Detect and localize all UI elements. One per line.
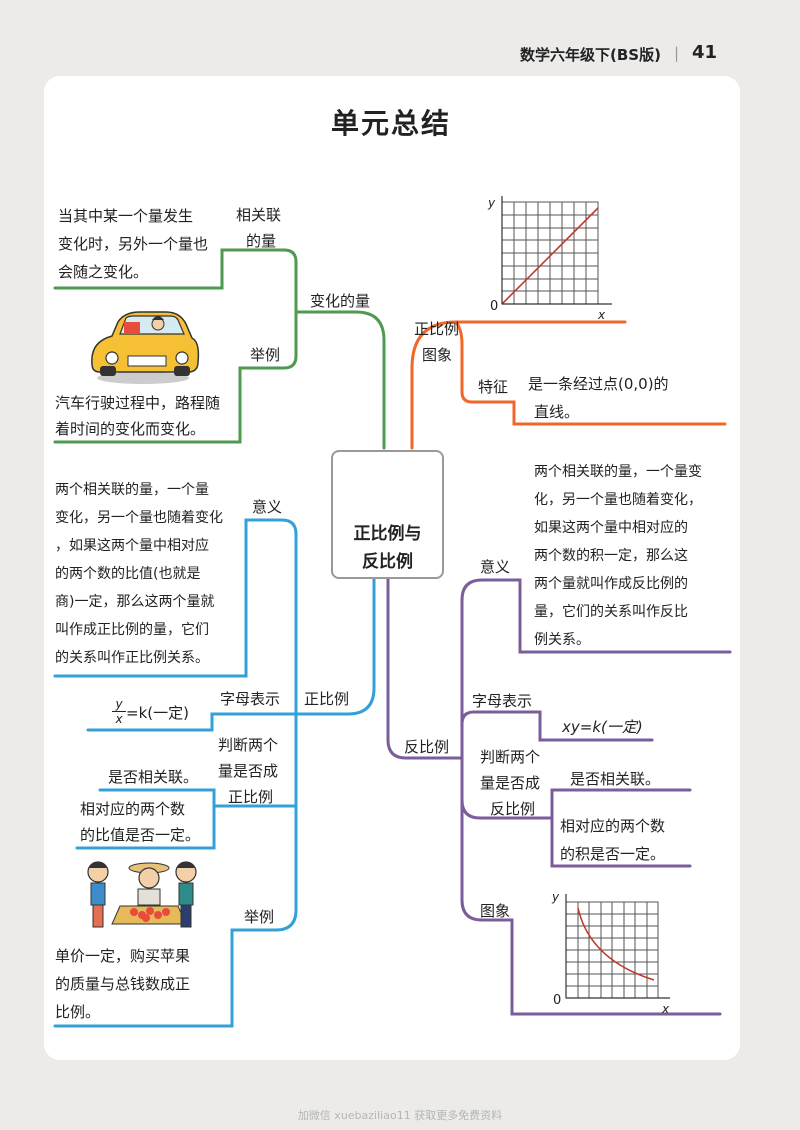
formula-fraction: y x	[112, 697, 126, 726]
people-apple-illustration	[87, 861, 197, 928]
direct-proportion-label: 正比例	[304, 690, 350, 708]
judge-label-line: 判断两个	[218, 736, 279, 754]
inverse-judge-line: 判断两个	[480, 748, 541, 766]
direct-judge-label: 判断两个 量是否成 正比例	[218, 732, 298, 810]
blue-example-line: 的质量与总钱数成正	[55, 975, 191, 993]
inverse-meaning-label: 意义	[480, 558, 511, 576]
related-text-line: 变化时，另外一个量也	[58, 235, 209, 253]
inverse-meaning-line: 如果这两个量中相对应的	[534, 520, 688, 536]
purple-line-judge-2	[550, 816, 692, 868]
blue-example-line: 比例。	[55, 1003, 101, 1021]
inverse-meaning-line: 两个量就叫作成反比例的	[534, 576, 688, 592]
feature-text-line: 是一条经过点(0,0)的	[528, 375, 669, 393]
direct-meaning-text: 两个相关联的量，一个量 变化，另一个量也随着变化 ，如果这两个量中相对应 的两个…	[55, 476, 245, 672]
meaning-text-line: 变化，另一个量也随着变化	[55, 510, 223, 526]
header-separator: |	[674, 44, 680, 62]
meaning-text-line: 叫作成正比例的量，它们	[55, 622, 209, 638]
direct-formula: =k(一定)	[126, 704, 189, 722]
meaning-text-line: 的关系叫作正比例关系。	[55, 650, 209, 666]
inverse-judge-line: 反比例	[490, 800, 536, 818]
blue-example-label: 举例	[244, 908, 275, 926]
inverse-judge-label: 判断两个 量是否成 反比例	[480, 744, 560, 822]
judge-2-line: 相对应的两个数	[80, 800, 186, 818]
center-topic-box: 正比例与 反比例	[331, 450, 444, 579]
inverse-meaning-text: 两个相关联的量，一个量变 化，另一个量也随着变化， 如果这两个量中相对应的 两个…	[534, 458, 730, 654]
inverse-proportion-graph	[565, 894, 670, 999]
page-title: 单元总结	[330, 107, 451, 140]
inverse-judge-1: 是否相关联。	[570, 770, 661, 788]
direct-meaning-label: 意义	[252, 498, 283, 516]
purple-line-letter	[460, 710, 654, 760]
footer-watermark: 加微信 xuebaziliao11 获取更多免费资料	[297, 1109, 503, 1122]
inverse-graph-y-axis: y	[552, 890, 560, 904]
direct-judge-2: 相对应的两个数 的比值是否一定。	[80, 796, 220, 848]
blue-line-example	[53, 712, 298, 1028]
book-title: 数学六年级下(BS版)	[520, 46, 661, 64]
direct-judge-1: 是否相关联。	[108, 768, 199, 786]
inverse-meaning-line: 两个数的积一定，那么这	[534, 548, 688, 564]
example-text-line: 着时间的变化而变化。	[55, 420, 206, 438]
feature-label: 特征	[478, 378, 509, 396]
inverse-graph-x-axis: x	[662, 1002, 670, 1016]
center-topic-line-1: 正比例与	[353, 524, 422, 544]
inverse-letter-label: 字母表示	[472, 692, 533, 710]
direct-graph-label-2: 图象	[422, 346, 453, 364]
inverse-judge-2-line: 相对应的两个数	[560, 817, 666, 835]
formula-numerator: y	[112, 697, 126, 712]
inverse-formula: xy=k(一定)	[562, 718, 643, 736]
example-text-line: 汽车行驶过程中，路程随	[55, 394, 221, 412]
related-quantity-label-2: 的量	[246, 232, 277, 250]
direct-graph-label-1: 正比例	[414, 320, 460, 338]
direct-graph-origin: 0	[490, 299, 499, 314]
related-quantity-label-1: 相关联	[236, 206, 282, 224]
center-topic-line-2: 反比例	[362, 552, 413, 572]
meaning-text-line: ，如果这两个量中相对应	[55, 538, 209, 554]
blue-line-judge-2	[75, 804, 216, 850]
inverse-meaning-line: 两个相关联的量，一个量变	[534, 464, 702, 480]
related-text-line: 当其中某一个量发生	[58, 207, 194, 225]
direct-graph-y-axis: y	[488, 196, 496, 210]
judge-label-line: 量是否成	[218, 762, 279, 780]
purple-line-meaning	[460, 578, 732, 760]
inverse-meaning-line: 例关系。	[534, 632, 590, 648]
blue-line-meaning	[53, 518, 298, 716]
green-line-example	[53, 310, 298, 444]
green-trunk	[294, 310, 386, 450]
judge-2-line: 的比值是否一定。	[80, 826, 201, 844]
feature-text-line: 直线。	[534, 403, 580, 421]
inverse-meaning-line: 量，它们的关系叫作反比	[534, 604, 688, 620]
meaning-text-line: 商)一定，那么这两个量就	[55, 594, 215, 610]
judge-label-line: 正比例	[228, 788, 274, 806]
green-line-related	[53, 248, 298, 314]
meaning-text-line: 的两个数的比值(也就是	[55, 566, 201, 582]
direct-proportion-graph	[501, 196, 612, 305]
green-example-text: 汽车行驶过程中，路程随 着时间的变化而变化。	[55, 390, 245, 442]
related-text-line: 会随之变化。	[58, 263, 149, 281]
blue-trunk	[294, 575, 376, 716]
blue-example-line: 单价一定，购买苹果	[55, 947, 191, 965]
purple-trunk	[386, 575, 464, 760]
inverse-graph-origin: 0	[553, 993, 562, 1008]
related-quantity-text: 当其中某一个量发生 变化时，另外一个量也 会随之变化。	[58, 202, 226, 286]
page-number: 41	[692, 42, 718, 63]
blue-example-text: 单价一定，购买苹果 的质量与总钱数成正 比例。	[55, 942, 235, 1026]
feature-text: 是一条经过点(0,0)的 直线。	[528, 370, 728, 426]
formula-denominator: x	[115, 712, 123, 726]
inverse-judge-2-line: 的积是否一定。	[560, 845, 666, 863]
inverse-judge-2: 相对应的两个数 的积是否一定。	[560, 812, 690, 868]
inverse-proportion-label: 反比例	[404, 738, 450, 756]
blue-line-letter	[86, 712, 298, 732]
purple-line-graph	[460, 756, 722, 1016]
inverse-meaning-line: 化，另一个量也随着变化，	[534, 492, 702, 508]
orange-line-feature	[454, 320, 727, 426]
meaning-text-line: 两个相关联的量，一个量	[55, 482, 209, 498]
orange-trunk	[410, 320, 627, 450]
change-quantity-label: 变化的量	[310, 292, 371, 310]
car-illustration	[91, 311, 200, 384]
inverse-graph-label: 图象	[480, 902, 511, 920]
green-example-label: 举例	[250, 346, 281, 364]
direct-letter-label: 字母表示	[220, 690, 281, 708]
direct-graph-x-axis: x	[598, 308, 606, 322]
inverse-judge-line: 量是否成	[480, 774, 541, 792]
